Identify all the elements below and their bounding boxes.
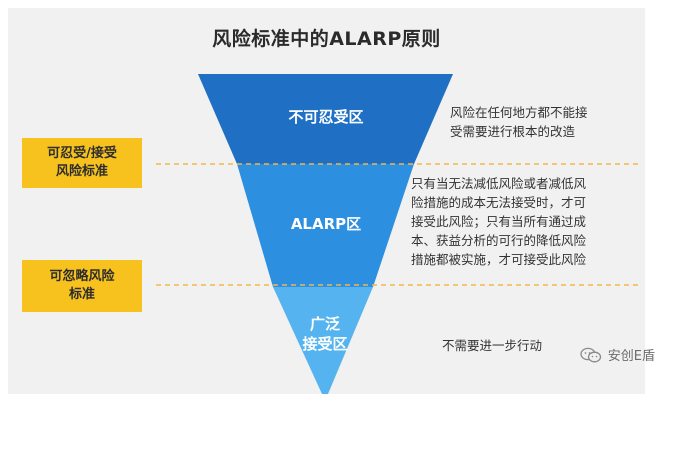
intolerable-zone — [198, 74, 453, 164]
negligible-risk-criterion-box: 可忽略风险 标准 — [22, 260, 142, 312]
alarp-description: 只有当无法减低风险或者减低风 险措施的成本无法接受时，才可 接受此风险；只有当所… — [411, 174, 641, 269]
desc-middle-line: 措施都被实施，才可接受此风险 — [411, 252, 587, 267]
desc-middle-line: 本、获益分析的可行的降低风险 — [411, 233, 587, 248]
desc-middle-line: 接受此风险；只有当所有通过成 — [411, 214, 587, 229]
negligible-box-line2: 标准 — [68, 287, 95, 302]
intolerable-zone-label: 不可忍受区 — [288, 108, 364, 126]
tolerable-risk-criterion-box: 可忍受/接受 风险标准 — [22, 138, 142, 188]
desc-top-line: 风险在任何地方都不能接 — [450, 105, 588, 120]
watermark-text: 安创E盾 — [607, 349, 655, 364]
diagram-title: 风险标准中的ALARP原则 — [212, 28, 441, 50]
desc-middle-line: 险措施的成本无法接受时，才可 — [411, 195, 587, 210]
alarp-zone-label: ALARP区 — [290, 215, 362, 233]
acceptable-zone-label: 广泛 接受区 — [280, 314, 370, 354]
intolerable-description: 风险在任何地方都不能接 受需要进行根本的改造 — [450, 103, 640, 141]
negligible-box-line1: 可忽略风险 — [49, 269, 115, 284]
acceptable-description: 不需要进一步行动 — [442, 336, 622, 355]
watermark: 安创E盾 — [580, 345, 655, 364]
diagram-panel: 风险标准中的ALARP原则 不可忍受区 ALARP区 广泛 接受区 可忍受/接受… — [8, 8, 645, 394]
acceptable-zone-label-line2: 接受区 — [302, 335, 348, 353]
desc-middle-line: 只有当无法减低风险或者减低风 — [411, 176, 587, 191]
wechat-icon — [580, 347, 601, 362]
desc-top-line: 受需要进行根本的改造 — [450, 124, 576, 139]
acceptable-zone-label-line1: 广泛 — [309, 315, 340, 333]
alarp-zone — [237, 164, 414, 287]
alarp-funnel — [156, 74, 640, 394]
acceptable-zone — [273, 287, 373, 394]
tolerable-box-line2: 风险标准 — [55, 164, 108, 179]
tolerable-box-line1: 可忍受/接受 — [47, 146, 117, 161]
desc-bottom-line: 不需要进一步行动 — [442, 338, 543, 353]
